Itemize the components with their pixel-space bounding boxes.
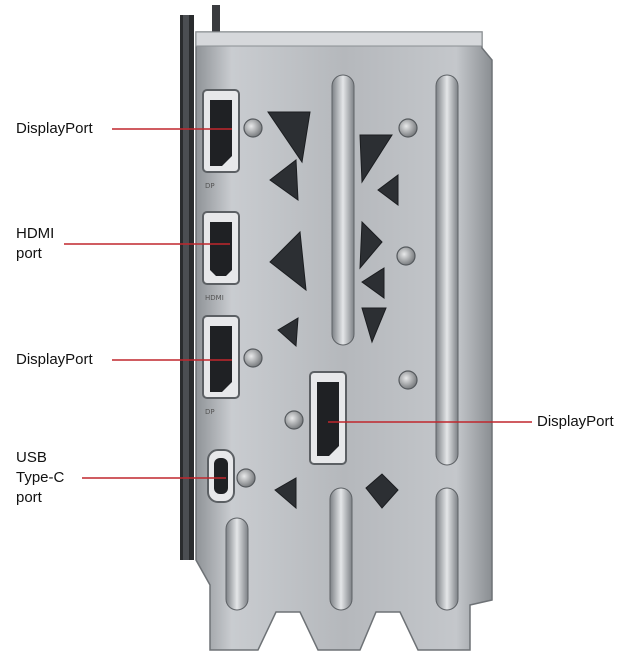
label-usbc-line2: Type-C [16, 469, 65, 486]
svg-text:HDMI: HDMI [205, 294, 224, 302]
label-usb-type-c: USB Type-C port [16, 448, 64, 508]
label-displayport-3: DisplayPort [537, 412, 614, 432]
displayport-2: DP [202, 315, 240, 416]
vent-cutouts [267, 111, 399, 510]
leader-lines [64, 128, 532, 479]
label-usbc-line3: port [16, 489, 42, 506]
label-usbc-line1: USB [16, 449, 47, 466]
label-displayport-1: DisplayPort [16, 119, 93, 139]
label-displayport-2-text: DisplayPort [16, 351, 93, 368]
svg-text:DP: DP [205, 408, 215, 416]
screws [236, 118, 418, 488]
bracket-top-fold [195, 31, 483, 47]
hdmi-port: HDMI [202, 211, 240, 302]
label-displayport-2: DisplayPort [16, 350, 93, 370]
vent-slots [225, 74, 459, 611]
bracket-edge [180, 5, 220, 560]
displayport-1: DP [202, 89, 240, 190]
svg-text:DP: DP [205, 182, 215, 190]
label-hdmi-line2: port [16, 245, 42, 262]
label-displayport-3-text: DisplayPort [537, 413, 614, 430]
label-hdmi-port: HDMI port [16, 224, 54, 264]
usb-type-c-port [207, 449, 235, 503]
displayport-3 [309, 371, 347, 465]
label-hdmi-line1: HDMI [16, 225, 55, 242]
label-displayport-1-text: DisplayPort [16, 120, 93, 137]
